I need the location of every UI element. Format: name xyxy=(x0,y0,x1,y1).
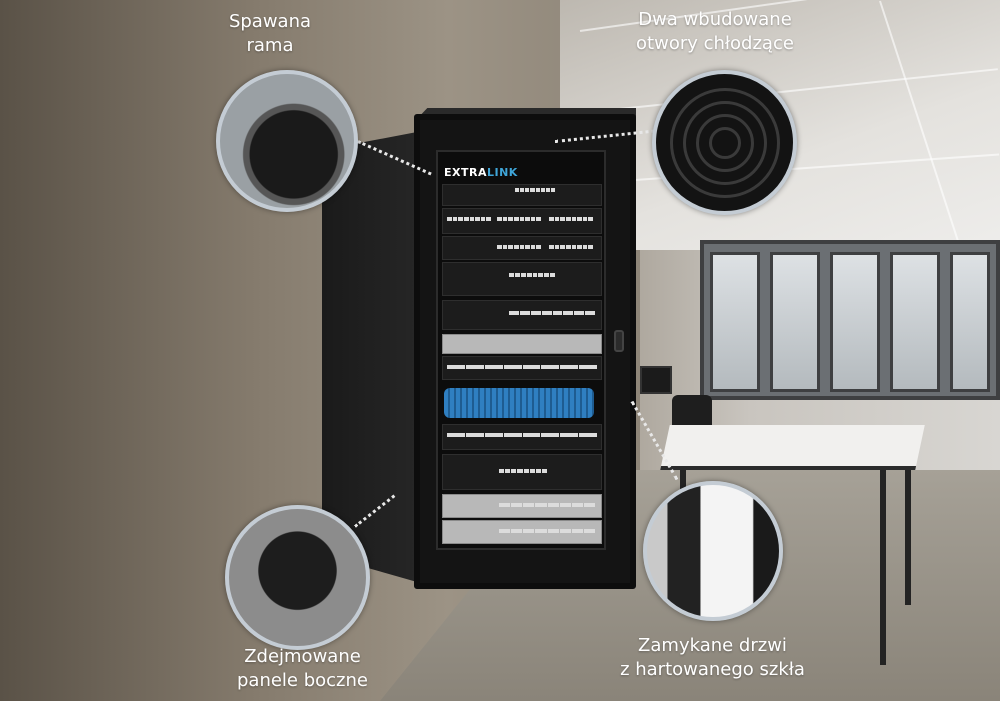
callout-image-cooling-fan xyxy=(652,70,797,215)
patch-panel xyxy=(442,208,602,234)
cabinet-side-panel xyxy=(322,132,417,582)
patch-panel xyxy=(442,356,602,380)
door-lock-icon xyxy=(614,330,624,352)
cabinet-glass-door: EXTRALINK xyxy=(414,114,636,589)
desk xyxy=(660,425,925,470)
power-strip xyxy=(442,300,602,330)
patch-panel xyxy=(442,236,602,260)
monitor xyxy=(640,366,672,394)
rack-cabinet: EXTRALINK xyxy=(322,108,636,589)
office-window xyxy=(700,240,1000,400)
network-device xyxy=(442,334,602,354)
rack-unit xyxy=(442,184,602,206)
callout-image-glass-door xyxy=(643,481,783,621)
network-switch xyxy=(442,520,602,544)
brand-logo: EXTRALINK xyxy=(444,166,518,179)
cabinet-interior: EXTRALINK xyxy=(436,150,606,550)
callout-image-welded-frame xyxy=(216,70,358,212)
patch-cables xyxy=(444,388,594,418)
callout-image-removable-panels xyxy=(225,505,370,650)
switch xyxy=(442,262,602,296)
patch-panel xyxy=(442,424,602,450)
network-switch xyxy=(442,494,602,518)
switch xyxy=(442,454,602,490)
